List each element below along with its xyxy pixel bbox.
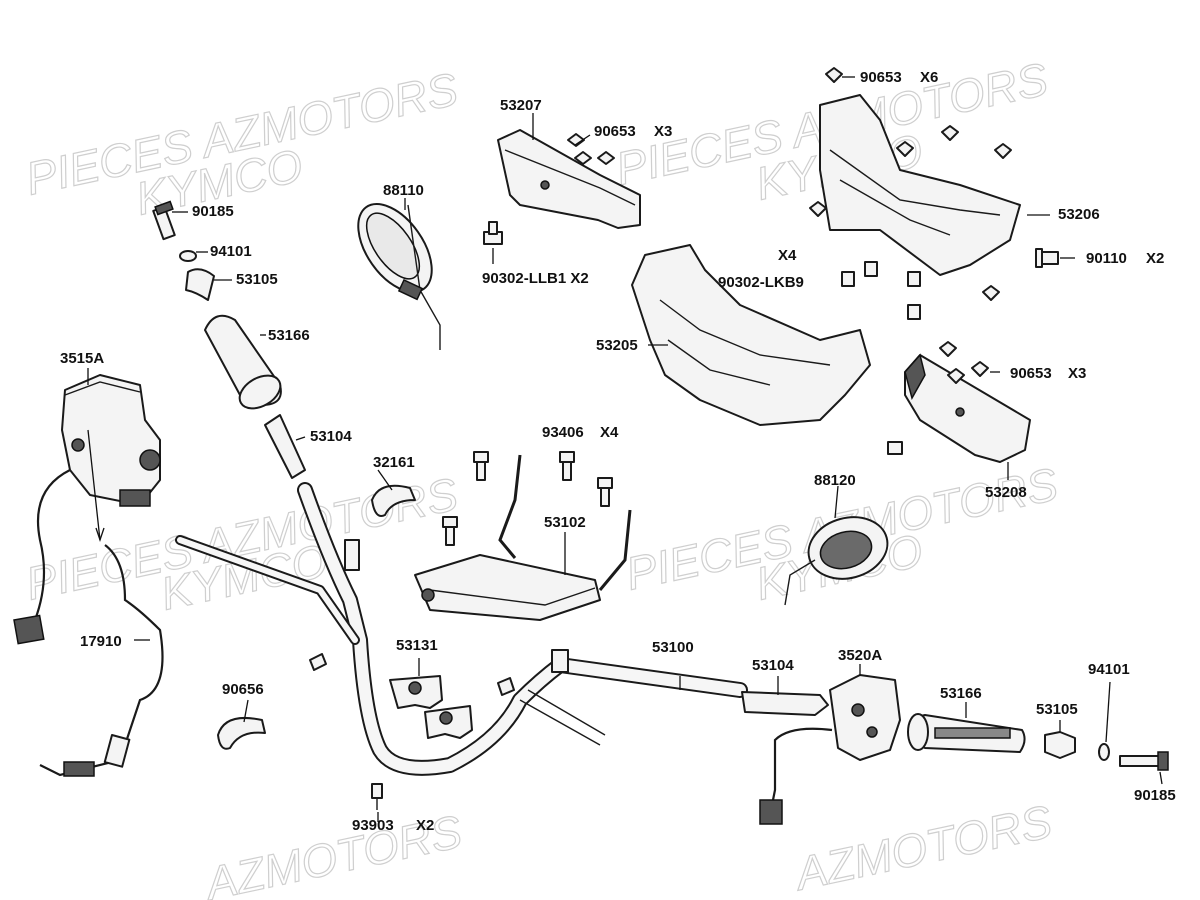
part-label: 90653 [1010,365,1052,382]
part-label: 53104 [310,428,352,445]
part-label: 90302-LLB1 X2 [482,270,589,287]
cover-53206 [809,67,1059,301]
part-label: 53206 [1058,206,1100,223]
right-switch-3520A [759,674,901,825]
tube-53104-right [741,691,829,716]
weight-53105 [1044,731,1076,759]
quantity-label: X2 [416,817,434,834]
clip-90653-group-a [809,67,1012,301]
left-grip-assembly [152,200,306,479]
washer-94101 [1098,743,1110,761]
bar-clamp-tab [551,649,569,673]
washer-94101 [179,250,197,262]
quantity-label: X4 [600,424,619,441]
part-label: 3515A [60,350,104,367]
part-label: 53104 [752,657,794,674]
part-label: 90656 [222,681,264,698]
bracket-53102 [414,451,632,621]
bolt-93406 [442,451,613,546]
left-mirror-88110 [357,203,441,350]
cover-53208 [887,341,1031,463]
part-label: 90185 [192,203,234,220]
leader-lines [87,76,1163,822]
part-label: 53100 [652,639,694,656]
quantity-label: X4 [778,247,797,264]
quantity-label: X3 [654,123,672,140]
part-label: 94101 [210,243,252,260]
part-label: 53208 [985,484,1027,501]
screw-90653-group-b [567,133,615,165]
right-mirror-88120 [784,516,889,606]
tube-53104 [264,414,306,479]
part-label: 90302-LKB9 [718,274,804,291]
part-label: 53102 [544,514,586,531]
screw-90185 [1119,755,1161,767]
part-label: 17910 [80,633,122,650]
clip-32161 [371,484,416,517]
part-label: 88120 [814,472,856,489]
part-label: 32161 [373,454,415,471]
bolt-90302-llb1 [483,221,503,245]
bolt-90110 [1035,248,1059,268]
part-label: 90185 [1134,787,1176,804]
watermark-text: AZMOTORS [788,795,1056,900]
holder-53131 [389,675,473,739]
left-switch-3515A [61,374,161,507]
screw-small [309,653,327,671]
part-label: 93903 [352,817,394,834]
part-label: 90653 [860,69,902,86]
part-label: 53205 [596,337,638,354]
part-label: 53166 [940,685,982,702]
bar-clamp-tab [344,539,360,571]
part-label: 53105 [1036,701,1078,718]
bar-bracket [497,677,515,696]
part-label: 88110 [383,182,424,199]
cover-53205 [631,244,871,426]
clip-90656 [217,716,266,750]
part-label: 3520A [838,647,882,664]
part-label: 94101 [1088,661,1130,678]
right-grip-assembly [907,713,1169,771]
quantity-label: X2 [1146,250,1164,267]
cover-53207 [483,129,641,245]
quantity-label: X3 [1068,365,1086,382]
part-label: 93406 [542,424,584,441]
weight-53105 [185,268,215,301]
part-label: 53131 [396,637,438,654]
part-label: 53105 [236,271,278,288]
grip-end [907,713,929,751]
screw-93903 [371,783,383,810]
quantity-label: X6 [920,69,938,86]
part-label: 53207 [500,97,542,114]
part-label: 90653 [594,123,636,140]
part-labels: 90653 X6 53207 90653 X3 88110 90185 9410… [60,69,1176,834]
cable-17910 [13,429,164,777]
nut-90302-lkb9 [841,261,921,320]
screw-90653-group-c [939,341,989,384]
part-label: 53166 [268,327,310,344]
part-label: 90110 [1086,250,1127,267]
screw [887,441,903,455]
handlebar-53100 [175,482,748,776]
